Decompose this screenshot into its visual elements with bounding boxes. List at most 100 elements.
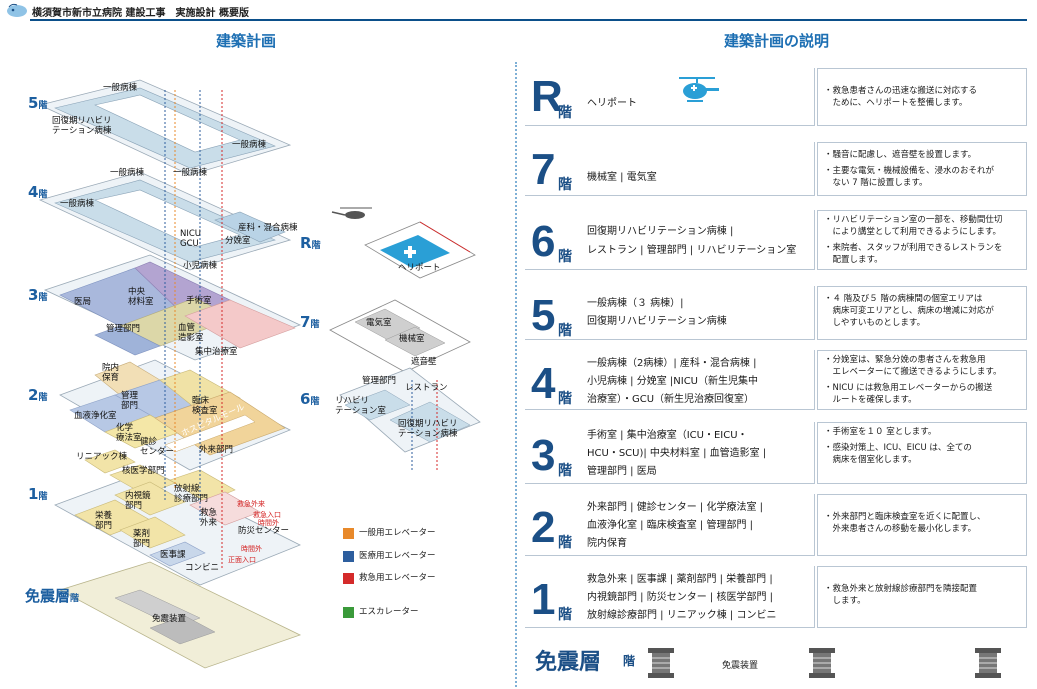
section-title-explanation: 建築計画の説明 xyxy=(724,32,830,50)
floor-row-1: 1 階 救急外来 | 医事課 | 薬剤部門 | 栄養部門 | 内視鏡部門 | 防… xyxy=(525,566,1027,628)
floor-3-plate xyxy=(43,254,302,361)
header-bar: 横須賀市新市立病院 建設工事 実施設計 概要版 xyxy=(0,0,1037,22)
floor-number: 2 xyxy=(531,503,556,552)
floor-suffix: 階 xyxy=(558,249,572,265)
floor-1-plate xyxy=(54,464,301,586)
label-f6-rehab-ward: 回復期リハビリ テーション病棟 xyxy=(398,419,458,439)
description-box: ・手術室を１０ 室とします。 ・感染対策上、ICU、EICU は、全ての 病床を… xyxy=(817,422,1027,484)
room-line: 血液浄化室 | 臨床検査室 | 管理部門 | xyxy=(587,520,754,531)
description-box: ・４ 階及び５ 階の病棟間の個室エリアは 病床可変エリアとし、病床の増減に対応が… xyxy=(817,286,1027,340)
legend-swatch xyxy=(343,573,354,584)
floor-tag-7: 7階 xyxy=(300,313,320,331)
label-f6-admin: 管理部門 xyxy=(362,376,397,386)
room-line: ヘリポート xyxy=(587,98,637,109)
label-f4-general3: 一般病棟 xyxy=(60,199,95,209)
floor-tag-3: 3階 xyxy=(28,286,48,304)
floor-tag-1: 1階 xyxy=(28,485,48,503)
room-line: 一般病棟（2病棟）| 産科・混合病棟 | xyxy=(587,358,757,369)
description-box: ・騒音に配慮し、遮音壁を設置します。 ・主要な電気・機械設備を、浸水のおそれが … xyxy=(817,142,1027,196)
room-line: 小児病棟 | 分娩室 |NICU（新生児集中 xyxy=(587,376,759,387)
floor-number: 6 xyxy=(531,217,556,266)
floor-4-plate xyxy=(38,171,292,271)
hospital-logo-icon xyxy=(7,3,27,17)
floor-row-2: 2 階 外来部門 | 健診センター | 化学療法室 | 血液浄化室 | 臨床検査… xyxy=(525,494,1027,556)
label-f1-pharmacy: 薬剤 部門 xyxy=(133,529,151,549)
room-line: HCU・SCU)| 中央材料室 | 血管造影室 | xyxy=(587,448,767,459)
label-f2-outpatient: 外来部門 xyxy=(199,445,234,455)
label-f3-angio: 血管 造影室 xyxy=(178,323,204,343)
seismic-isolator-icon xyxy=(809,648,835,678)
label-f2-lab: 臨床 検査室 xyxy=(192,396,218,416)
floor-suffix: 階 xyxy=(558,463,572,479)
room-line: 放射線診療部門 | リニアック棟 | コンビニ xyxy=(587,610,777,621)
floor-7-plate xyxy=(329,299,471,373)
label-f7-machine: 機械室 xyxy=(399,334,425,344)
helicopter-icon xyxy=(679,77,719,102)
description-box: ・救急外来と放射線診療部門を隣接配置 します。 xyxy=(817,566,1027,628)
base-isolation-plate xyxy=(58,561,302,669)
floor-tag-4: 4階 xyxy=(28,183,48,201)
label-base-isolation: 免震装置 xyxy=(152,614,187,624)
label-f1-em-entrance: 救急入口 xyxy=(253,511,281,519)
floor-suffix: 階 xyxy=(558,607,572,623)
floor-row-6: 6 階 回復期リハビリテーション病棟 | レストラン | 管理部門 | リハビリ… xyxy=(525,210,1027,270)
floor-row-7: 7 階 機械室 | 電気室 ・騒音に配慮し、遮音壁を設置します。 ・主要な電気・… xyxy=(525,142,1027,196)
label-f7-wall: 遮音壁 xyxy=(411,357,437,367)
floor-row-3: 3 階 手術室 | 集中治療室（ICU・EICU・ HCU・SCU)| 中央材料… xyxy=(525,422,1027,484)
label-f3-office: 医局 xyxy=(74,297,92,307)
document-title: 横須賀市新市立病院 建設工事 実施設計 概要版 xyxy=(32,8,249,19)
label-f1-disaster: 防災センター xyxy=(238,526,290,536)
floor-number: 7 xyxy=(531,145,556,194)
label-f4-general2: 一般病棟 xyxy=(173,168,208,178)
legend-swatch xyxy=(343,607,354,618)
room-line: 回復期リハビリテーション病棟 xyxy=(587,316,727,327)
legend-swatch xyxy=(343,551,354,562)
floor-number: 5 xyxy=(531,291,556,340)
room-line: 手術室 | 集中治療室（ICU・EICU・ xyxy=(587,430,748,441)
floor-suffix: 階 xyxy=(558,535,572,551)
room-line: 救急外来 | 医事課 | 薬剤部門 | 栄養部門 | xyxy=(587,574,773,585)
label-f3-surgery: 手術室 xyxy=(186,296,212,306)
floor-suffix: 階 xyxy=(558,177,572,193)
floor-tag-5: 5階 xyxy=(28,94,48,112)
floor-row-4: 4 階 一般病棟（2病棟）| 産科・混合病棟 | 小児病棟 | 分娩室 |NIC… xyxy=(525,350,1027,410)
floor-row-r: R 階 ヘリポート ・救急患者さんの迅速な搬送に対応する ために、ヘリポートを整… xyxy=(525,68,1027,126)
floor-number: 4 xyxy=(531,359,556,408)
label-f4-nicu: NICU GCU xyxy=(180,229,202,249)
label-r-heliport: ヘリポート xyxy=(398,263,441,273)
label-f6-restaurant: レストラン xyxy=(405,383,448,393)
label-f3-central: 中央 材料室 xyxy=(128,287,154,307)
isometric-floor-diagram: 5階 4階 3階 2階 1階 免震層階 R階 7階 6階 一般病棟 回復期リハビ… xyxy=(0,50,510,689)
label-f2-admin: 管理 部門 xyxy=(121,391,139,411)
room-line: レストラン | 管理部門 | リハビリテーション室 xyxy=(587,245,797,256)
floor-number: 1 xyxy=(531,575,556,624)
label-f1-em-out: 救急外来 xyxy=(237,500,265,508)
label-f7-electric: 電気室 xyxy=(366,318,392,328)
room-line: 治療室）・GCU（新生児治療回復室） xyxy=(587,394,755,405)
label-f4-obstetric: 産科・混合病棟 xyxy=(238,223,298,233)
label-f2-linac: リニアック棟 xyxy=(76,452,128,462)
room-line: 回復期リハビリテーション病棟 | xyxy=(587,226,734,237)
floor-stack-drawing xyxy=(38,79,481,669)
floor-tag-base: 免震層階 xyxy=(25,587,80,605)
floor-number: R xyxy=(531,72,563,121)
label-f1-endoscopy: 内視鏡 部門 xyxy=(125,491,151,511)
room-line: 管理部門 | 医局 xyxy=(587,466,657,477)
header-divider xyxy=(30,19,1027,21)
label-f5-general: 一般病棟 xyxy=(103,83,138,93)
description-box: ・分娩室は、緊急分娩の患者さんを救急用 エレベーターにて搬送できるようにします。… xyxy=(817,350,1027,410)
label-f1-conbini: コンビニ xyxy=(185,563,220,573)
floor-6-plate xyxy=(339,367,481,453)
section-title-plan: 建築計画 xyxy=(216,32,277,50)
label-f2-dialysis: 血液浄化室 xyxy=(74,411,117,421)
description-box: ・救急患者さんの迅速な搬送に対応する ために、ヘリポートを整備します。 xyxy=(817,68,1027,126)
description-box: ・リハビリテーション室の一部を、移動間仕切 により講堂として利用できるようにしま… xyxy=(817,210,1027,270)
floor-row-5: 5 階 一般病棟（３ 病棟）| 回復期リハビリテーション病棟 ・４ 階及び５ 階… xyxy=(525,286,1027,340)
label-f4-general: 一般病棟 xyxy=(110,168,145,178)
label-f5-rehab: 回復期リハビリ テーション病棟 xyxy=(52,116,112,136)
base-isolation-label: 免震装置 xyxy=(722,661,759,671)
label-f2-chemo: 化学 療法室 xyxy=(116,423,142,443)
label-f1-radiology: 放射線 診療部門 xyxy=(174,484,209,504)
label-f2-health: 健診 センター xyxy=(140,437,175,457)
seismic-isolator-icon xyxy=(648,648,674,678)
